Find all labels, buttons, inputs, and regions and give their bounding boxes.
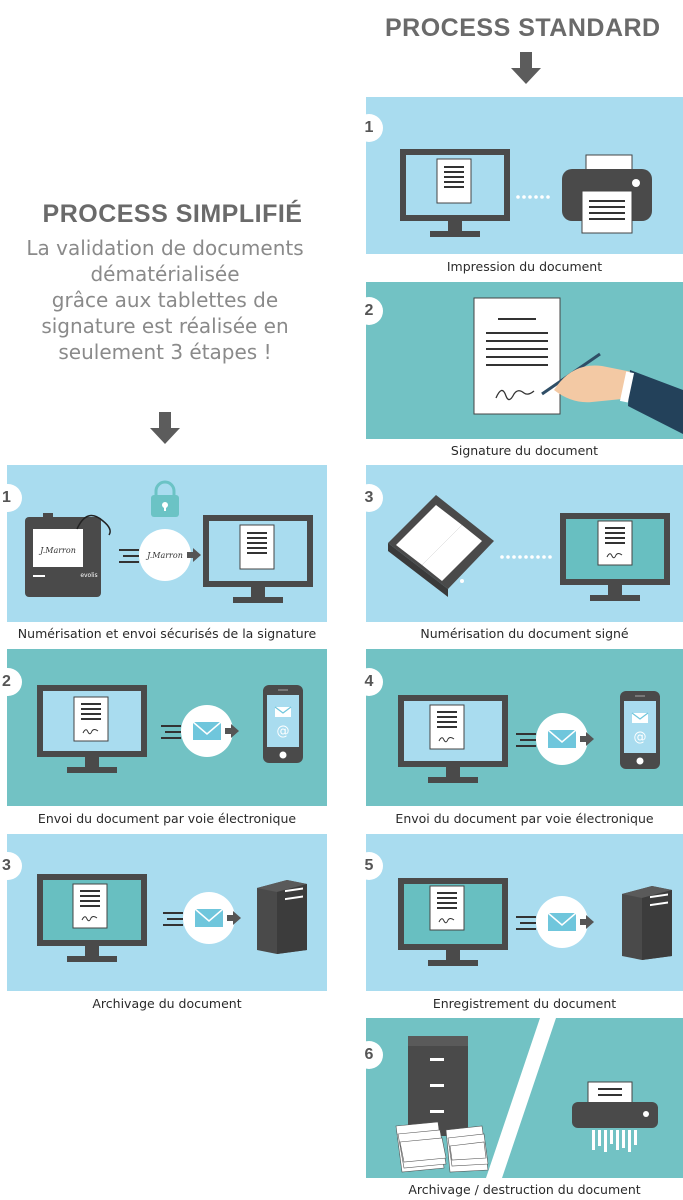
step-number-badge: 3 bbox=[0, 852, 22, 880]
step-number-badge: 3 bbox=[355, 484, 383, 512]
speed-lines-icon bbox=[516, 733, 536, 747]
document-icon bbox=[429, 704, 465, 750]
step-number-badge: 4 bbox=[355, 668, 383, 696]
standard-step-5-panel bbox=[366, 834, 683, 991]
speed-lines-icon bbox=[119, 549, 139, 563]
standard-step-1-panel bbox=[366, 97, 683, 254]
bubble-signature-text: J.Marron bbox=[145, 551, 183, 560]
step-caption: Numérisation du document signé bbox=[420, 626, 629, 641]
step-caption: Envoi du document par voie électronique bbox=[395, 811, 654, 826]
scanner-icon bbox=[388, 495, 494, 597]
step-caption: Archivage du document bbox=[92, 996, 242, 1011]
step-caption: Enregistrement du document bbox=[432, 996, 617, 1011]
step-caption: Envoi du document par voie électronique bbox=[37, 811, 297, 826]
dotted-link bbox=[516, 195, 550, 199]
printer-icon bbox=[562, 154, 652, 234]
signature-bubble: J.Marron bbox=[139, 529, 191, 581]
paper-stack-icon bbox=[395, 1121, 489, 1173]
document-icon bbox=[72, 883, 108, 929]
down-arrow-icon bbox=[150, 412, 180, 450]
simplified-step-2-panel bbox=[7, 649, 327, 806]
step-number-badge: 6 bbox=[355, 1041, 383, 1069]
simplified-step-1-panel: J.Marron evolis J.Marron bbox=[7, 465, 327, 622]
step-caption: Numérisation et envoi sécurisés de la si… bbox=[17, 626, 317, 641]
down-arrow-icon bbox=[511, 52, 541, 90]
step-number-badge: 1 bbox=[0, 484, 22, 512]
subtitle-line: grâce aux tablettes de bbox=[51, 288, 279, 312]
simplified-subtitle: La validation de documents dématérialisé… bbox=[10, 235, 320, 365]
standard-title: PROCESS STANDARD bbox=[385, 14, 661, 42]
step-number-badge: 2 bbox=[0, 668, 22, 696]
standard-step-4-panel bbox=[366, 649, 683, 806]
subtitle-line: dématérialisée bbox=[90, 262, 240, 286]
filing-cabinet-icon bbox=[408, 1036, 468, 1136]
document-icon bbox=[429, 885, 465, 931]
step-number-badge: 1 bbox=[355, 114, 383, 142]
document-icon bbox=[597, 520, 633, 566]
standard-step-3-panel bbox=[366, 465, 683, 622]
pen-hand-icon bbox=[541, 352, 683, 434]
speed-lines-icon bbox=[516, 916, 536, 930]
signature-tablet-icon: J.Marron evolis bbox=[25, 513, 111, 597]
server-tower-icon bbox=[257, 880, 307, 954]
document-icon bbox=[436, 158, 472, 204]
tablet-signature-text: J.Marron bbox=[38, 546, 76, 555]
simplified-title: PROCESS SIMPLIFIÉ bbox=[42, 200, 303, 228]
document-icon bbox=[73, 696, 109, 742]
subtitle-line: La validation de documents bbox=[26, 236, 304, 260]
simplified-step-3-panel bbox=[7, 834, 327, 991]
tablet-brand-text: evolis bbox=[80, 572, 97, 579]
standard-step-2-panel bbox=[366, 282, 683, 439]
divider-slash bbox=[486, 1018, 556, 1178]
smartphone-icon bbox=[262, 684, 304, 764]
server-tower-icon bbox=[622, 886, 672, 960]
step-caption: Impression du document bbox=[446, 259, 603, 274]
dotted-link bbox=[500, 555, 552, 559]
speed-lines-icon bbox=[163, 912, 183, 926]
document-icon bbox=[239, 524, 275, 570]
step-number-badge: 2 bbox=[355, 297, 383, 325]
step-number-badge: 5 bbox=[355, 852, 383, 880]
subtitle-line: seulement 3 étapes ! bbox=[58, 340, 272, 364]
speed-lines-icon bbox=[161, 725, 181, 739]
shredder-icon bbox=[572, 1081, 658, 1152]
padlock-icon bbox=[151, 480, 179, 517]
step-caption: Signature du document bbox=[450, 443, 599, 458]
smartphone-icon bbox=[619, 690, 661, 770]
step-caption: Archivage / destruction du document bbox=[408, 1182, 641, 1197]
subtitle-line: signature est réalisée en bbox=[41, 314, 289, 338]
document-icon bbox=[473, 297, 561, 415]
standard-step-6-panel bbox=[366, 1018, 683, 1178]
